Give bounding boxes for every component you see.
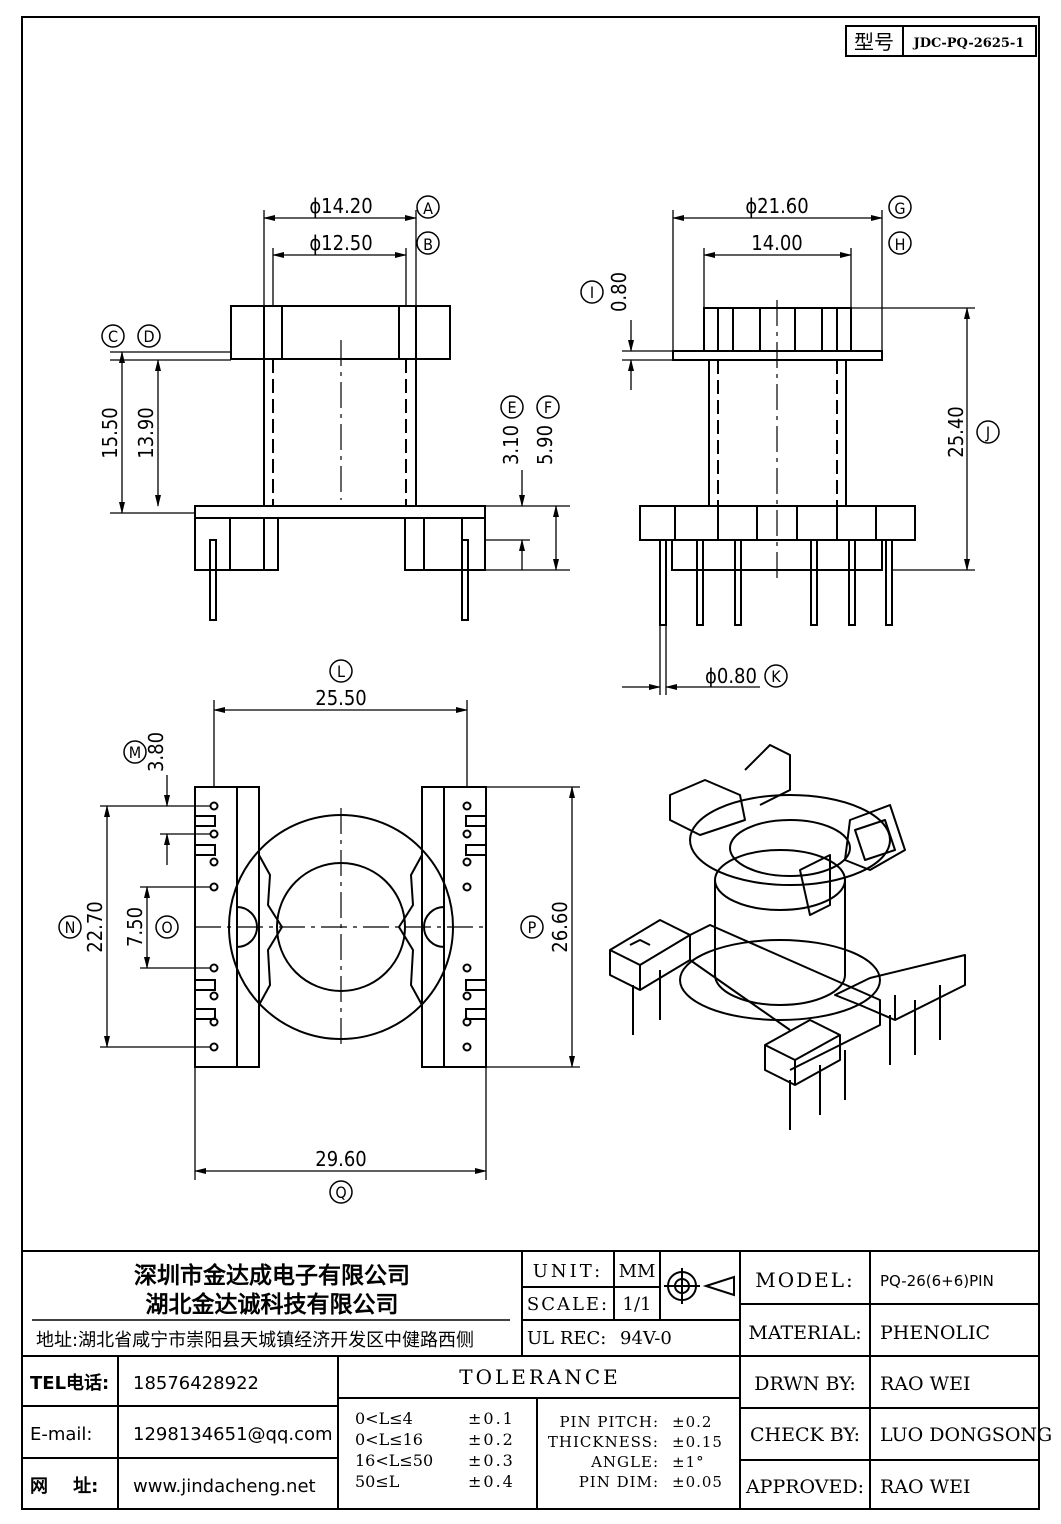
tolerance-value: ±0.1 (468, 1409, 515, 1428)
tolerance-range: 0<L≤16 (355, 1430, 423, 1449)
dim-b-value: ϕ12.50 (309, 231, 372, 255)
dim-o-tag: O (161, 918, 172, 937)
dim-l-tag: L (337, 662, 345, 681)
dim-k-tag: K (771, 667, 781, 686)
model-value: PQ-26(6+6)PIN (880, 1272, 994, 1290)
ulrec-label: UL REC: (527, 1328, 606, 1349)
type-box: 型号 JDC-PQ-2625-1 (845, 25, 1037, 57)
tel-value: 18576428922 (133, 1373, 259, 1394)
ulrec-value: 94V-0 (620, 1328, 672, 1349)
tolerance-value: ±0.2 (468, 1430, 515, 1449)
dim-a-tag: A (423, 199, 433, 218)
dim-j-tag: J (985, 423, 990, 442)
tolerance-value: ±0.4 (468, 1472, 515, 1491)
tolerance-range: 16<L≤50 (355, 1451, 433, 1470)
dim-k-value: ϕ0.80 (705, 664, 757, 688)
model-label: MODEL: (755, 1268, 855, 1292)
dim-o-value: 7.50 (123, 907, 147, 947)
email-value: 1298134651@qq.com (133, 1424, 333, 1445)
dim-i-value: 0.80 (607, 272, 631, 312)
dim-e-value: 3.10 (499, 425, 523, 465)
side-view (639, 300, 916, 626)
dim-j-value: 25.40 (944, 406, 968, 458)
dim-b-tag: B (423, 235, 433, 254)
dim-f-tag: F (544, 398, 552, 417)
tolerance-title: TOLERANCE (459, 1365, 621, 1389)
front-view-dims (110, 210, 570, 571)
web-value: www.jindacheng.net (133, 1476, 316, 1497)
check-value: LUO DONGSONG (880, 1424, 1052, 1446)
dim-q-tag: Q (335, 1183, 346, 1202)
dim-p-tag: P (528, 918, 537, 937)
scale-value: 1/1 (623, 1294, 652, 1315)
dim-q-value: 29.60 (315, 1147, 367, 1171)
drwn-label: DRWN BY: (754, 1373, 856, 1395)
pin-tolerance-value: ±1° (672, 1453, 705, 1471)
tolerance-rows: 0<L≤4 ±0.1 0<L≤16 ±0.2 16<L≤50 ±0.3 50≤L ±0.4 (355, 1409, 515, 1491)
scale-label: SCALE: (527, 1294, 609, 1315)
projection-symbol-icon (664, 1268, 735, 1304)
front-view (194, 305, 486, 621)
pin-tolerance-label: PIN DIM: (579, 1473, 659, 1491)
top-view (194, 786, 487, 1068)
dim-c-value: 15.50 (98, 407, 122, 459)
isometric-view (609, 744, 966, 1130)
email-label: E-mail: (30, 1424, 93, 1445)
title-block (22, 1250, 1039, 1509)
dim-i-tag: I (590, 283, 594, 302)
approved-value: RAO WEI (880, 1476, 971, 1498)
pin-tolerance-label: ANGLE: (590, 1453, 659, 1471)
tolerance-value: ±0.3 (468, 1451, 515, 1470)
dim-a-value: ϕ14.20 (309, 194, 372, 218)
tel-label: TEL电话: (30, 1372, 109, 1394)
company-address: 地址:湖北省咸宁市崇阳县天城镇经济开发区中健路西侧 (36, 1330, 474, 1351)
sheet-border (21, 16, 1040, 1510)
dim-f-value: 5.90 (533, 425, 557, 465)
type-label: 型号 (854, 30, 894, 54)
dim-g-value: ϕ21.60 (745, 194, 808, 218)
dim-e-tag: E (507, 398, 516, 417)
pin-tolerance-label: PIN PITCH: (559, 1413, 659, 1431)
drwn-value: RAO WEI (880, 1373, 971, 1395)
pin-tolerance-label: THICKNESS: (548, 1433, 659, 1451)
approved-label: APPROVED: (745, 1476, 864, 1498)
dim-p-value: 26.60 (548, 901, 572, 953)
pin-tolerance-value: ±0.05 (672, 1473, 723, 1491)
tolerance-range: 0<L≤4 (355, 1409, 413, 1428)
web-label: 网 址: (30, 1476, 98, 1497)
dim-l-value: 25.50 (315, 686, 367, 710)
dim-m-value: 3.80 (144, 732, 168, 772)
side-view-dims (622, 210, 975, 695)
company-name-1: 深圳市金达成电子有限公司 (134, 1262, 410, 1289)
dim-h-value: 14.00 (751, 231, 803, 255)
dim-n-tag: N (65, 918, 76, 937)
dim-m-tag: M (129, 743, 141, 762)
pin-tolerance-value: ±0.15 (672, 1433, 723, 1451)
dim-h-tag: H (895, 235, 906, 254)
dim-d-tag: D (143, 327, 154, 346)
material-value: PHENOLIC (880, 1322, 990, 1344)
dim-d-value: 13.90 (134, 407, 158, 459)
unit-value: MM (619, 1261, 656, 1282)
pin-tolerance-value: ±0.2 (672, 1413, 712, 1431)
material-label: MATERIAL: (748, 1322, 861, 1344)
dim-g-tag: G (894, 199, 905, 218)
check-label: CHECK BY: (750, 1424, 860, 1446)
dim-c-tag: C (108, 327, 118, 346)
dimension-labels: ϕ14.20 A ϕ12.50 B C 15.50 D 13.90 E 3.10… (58, 194, 1000, 1204)
type-value: JDC-PQ-2625-1 (913, 36, 1025, 51)
dim-n-value: 22.70 (83, 901, 107, 953)
unit-label: UNIT: (533, 1261, 603, 1282)
top-view-dims (100, 700, 580, 1180)
title-block-text: 深圳市金达成电子有限公司 湖北金达诚科技有限公司 地址:湖北省咸宁市崇阳县天城镇… (30, 1261, 1052, 1498)
tolerance-range: 50≤L (355, 1472, 400, 1491)
company-name-2: 湖北金达诚科技有限公司 (146, 1291, 399, 1318)
